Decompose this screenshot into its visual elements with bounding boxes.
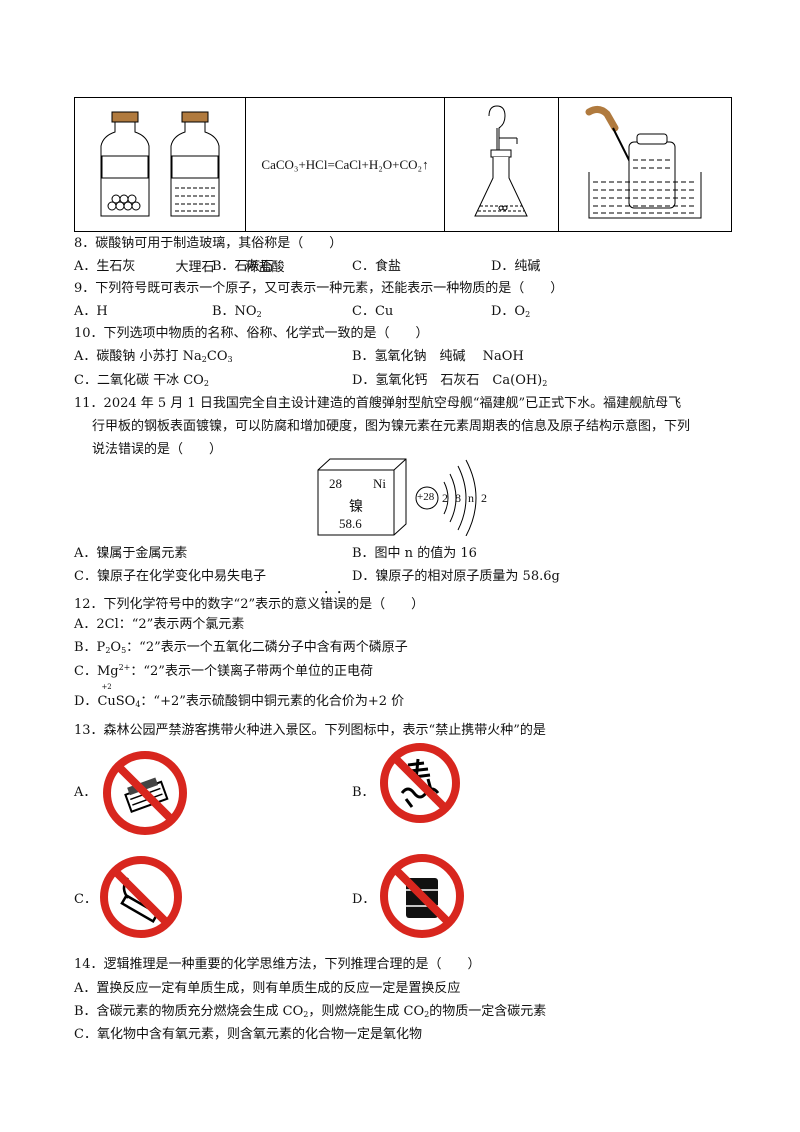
q9-option-c[interactable]: C．Cu	[352, 304, 394, 319]
q10-option-a[interactable]: A．碳酸钠 小苏打 Na2CO3	[74, 349, 233, 364]
q14-option-a[interactable]: A．置换反应一定有单质生成，则有单质生成的反应一定是置换反应	[74, 981, 461, 996]
q12-emphasis: 错误	[320, 597, 347, 612]
valence-mark: +2	[101, 683, 112, 691]
q12-option-a[interactable]: A．2Cl：“2”表示两个氯元素	[74, 617, 245, 632]
marble-bottle	[100, 111, 150, 217]
element-symbol: Ni	[373, 476, 386, 491]
q9-option-b[interactable]: B．NO2	[212, 304, 262, 319]
q11-stem-line1: 11．2024 年 5 月 1 日我国完全自主设计建造的首艘弹射型航空母舰“福建…	[74, 396, 682, 411]
q8-option-c[interactable]: C．食盐	[352, 259, 401, 274]
bottle1-label: 大理石	[175, 259, 215, 275]
q9-stem: 9．下列符号既可表示一个原子，又可表示一种元素，还能表示一种物质的是（ ）	[74, 281, 564, 296]
nucleus-charge: +28	[417, 491, 435, 503]
q9-option-d[interactable]: D．O2	[491, 304, 531, 319]
q8-stem: 8．碳酸钠可用于制造玻璃，其俗称是（ ）	[74, 236, 343, 251]
q12-option-c[interactable]: C．Mg2+：“2”表示一个镁离子带两个单位的正电荷	[74, 663, 373, 679]
atom-structure-diagram: +28 2 8 n 2	[414, 458, 494, 536]
gas-collection-cell	[558, 97, 732, 232]
no-flammable-barrel-sign-icon[interactable]	[378, 852, 466, 940]
acid-bottle	[170, 111, 220, 217]
reaction-equation: CaCO₃+HCl=CaCl+H₂O+CO₂↑	[261, 156, 429, 172]
q8-option-d[interactable]: D．纯碱	[491, 259, 541, 274]
atomic-number: 28	[329, 476, 342, 491]
element-name: 镍	[349, 500, 363, 515]
q10-option-b[interactable]: B．氢氧化钠 纯碱 NaOH	[352, 349, 524, 364]
no-fireworks-sign-icon[interactable]	[378, 741, 462, 825]
flask-cell	[444, 97, 559, 232]
q12-option-b[interactable]: B．P2O5：“2”表示一个五氧化二磷分子中含有两个磷原子	[74, 640, 408, 655]
apparatus-table: 大理石 稀盐酸 CaCO₃+HCl=CaCl+H₂O+CO₂↑	[74, 97, 732, 275]
electron-shells: 2 8 n 2	[442, 491, 489, 505]
q14-option-c[interactable]: C．氧化物中含有氧元素，则含氧元素的化合物一定是氧化物	[74, 1027, 422, 1042]
q11-option-c[interactable]: C．镍原子在化学变化中易失电子	[74, 569, 266, 584]
equation-cell: CaCO₃+HCl=CaCl+H₂O+CO₂↑	[245, 97, 445, 232]
q10-option-d[interactable]: D．氢氧化钙 石灰石 Ca(OH)2	[352, 373, 548, 388]
no-smoking-sign-icon[interactable]	[98, 854, 184, 940]
q12-stem: 12．下列化学符号中的数字“2”表示的意义错误的是（ ）	[74, 597, 425, 612]
q10-option-c[interactable]: C．二氧化碳 干冰 CO2	[74, 373, 209, 388]
q11-stem-line2: 行甲板的钢板表面镀镍，可以防腐和增加硬度，图为镍元素在元素周期表的信息及原子结构…	[92, 419, 691, 434]
q13-option-a[interactable]: A．	[74, 785, 97, 800]
q11-option-a[interactable]: A．镍属于金属元素	[74, 546, 188, 561]
q13-option-c[interactable]: C．	[74, 892, 97, 907]
no-matches-sign-icon[interactable]	[100, 750, 190, 836]
periodic-table-cell: 28 Ni 镍 58.6	[317, 458, 407, 536]
q9-option-a[interactable]: A．H	[74, 304, 108, 319]
reagent-bottles-illustration	[100, 111, 220, 217]
q13-option-d[interactable]: D．	[352, 892, 376, 907]
q14-option-b[interactable]: B．含碳元素的物质充分燃烧会生成 CO2，则燃烧能生成 CO2的物质一定含碳元素	[74, 1004, 547, 1019]
q13-stem: 13．森林公园严禁游客携带火种进入景区。下列图标中，表示“禁止携带火种”的是	[74, 723, 546, 738]
gas-collection-icon	[585, 105, 702, 219]
q11-stem-line3: 说法错误的是（ ）	[92, 442, 223, 457]
q8-option-a[interactable]: A．生石灰	[74, 259, 136, 274]
atomic-mass: 58.6	[339, 516, 362, 531]
q11-option-d[interactable]: D．镍原子的相对原子质量为 58.6g	[352, 569, 560, 584]
bottle2-label: 稀盐酸	[245, 259, 285, 275]
q14-stem: 14．逻辑推理是一种重要的化学思维方法，下列推理合理的是（ ）	[74, 957, 481, 972]
q13-option-b[interactable]: B．	[352, 785, 375, 800]
q8-option-b[interactable]: B．石灰石	[212, 259, 274, 274]
q11-option-b[interactable]: B．图中 n 的值为 16	[352, 546, 477, 561]
flask-apparatus-icon	[474, 105, 528, 217]
reagent-bottles-cell: 大理石 稀盐酸	[74, 97, 285, 275]
q10-stem: 10．下列选项中物质的名称、俗称、化学式一致的是（ ）	[74, 326, 429, 341]
